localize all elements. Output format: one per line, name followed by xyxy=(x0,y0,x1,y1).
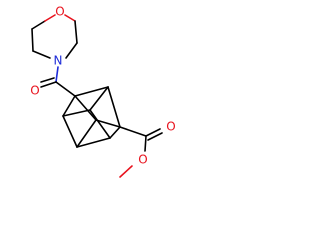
bond-ester-co-2 xyxy=(147,132,163,141)
bond-ring-c1-c2 xyxy=(31,20,46,30)
cage-edge-11 xyxy=(76,137,111,148)
cage-edge-6 xyxy=(62,109,91,117)
atom-label-morpholine-nitrogen: N xyxy=(54,54,63,68)
atom-label-morpholine-oxygen: O xyxy=(55,5,64,19)
bond-co-2 xyxy=(40,77,55,83)
bond-co-1 xyxy=(40,81,57,88)
bond-ring-c3-n xyxy=(32,50,51,59)
cage-edge-4 xyxy=(107,86,121,128)
bond-cage-ester-c xyxy=(119,126,147,137)
bond-ring-c2-c3 xyxy=(31,28,34,52)
atom-label-ester-ether-oxygen: O xyxy=(138,153,147,167)
cage-edge-5 xyxy=(89,86,109,111)
bond-n-carbonyl xyxy=(55,66,59,83)
cage-edge-12 xyxy=(109,126,121,139)
amide-group xyxy=(40,66,76,97)
cage-edge-7 xyxy=(62,115,78,148)
structure-svg: O N O O O xyxy=(30,5,176,178)
bond-ring-c5-n xyxy=(65,42,78,59)
cage-edge-3 xyxy=(74,95,97,121)
bond-carbonyl-cage xyxy=(55,81,76,97)
cage-edge-8 xyxy=(95,119,121,128)
bond-ring-o-c6 xyxy=(64,14,76,22)
atom-label-ester-carbonyl-oxygen: O xyxy=(166,120,175,134)
cage-edge-2 xyxy=(62,95,76,117)
morpholine-ring xyxy=(31,14,78,59)
bond-ring-o-c1 xyxy=(44,14,56,22)
bond-ester-c-o xyxy=(144,135,147,152)
cage-edge-1 xyxy=(74,86,109,97)
bond-ring-c6-c5 xyxy=(74,20,78,44)
ester-group xyxy=(119,126,163,178)
atom-label-amide-carbonyl-oxygen: O xyxy=(30,84,39,98)
bond-ester-co-1 xyxy=(145,128,161,137)
bond-ester-o-me xyxy=(119,165,133,178)
cage-edge-9 xyxy=(76,119,97,148)
cage-edge-10 xyxy=(89,109,111,139)
cubane-cage xyxy=(62,86,121,148)
structure-diagram: O N O O O xyxy=(30,4,176,178)
